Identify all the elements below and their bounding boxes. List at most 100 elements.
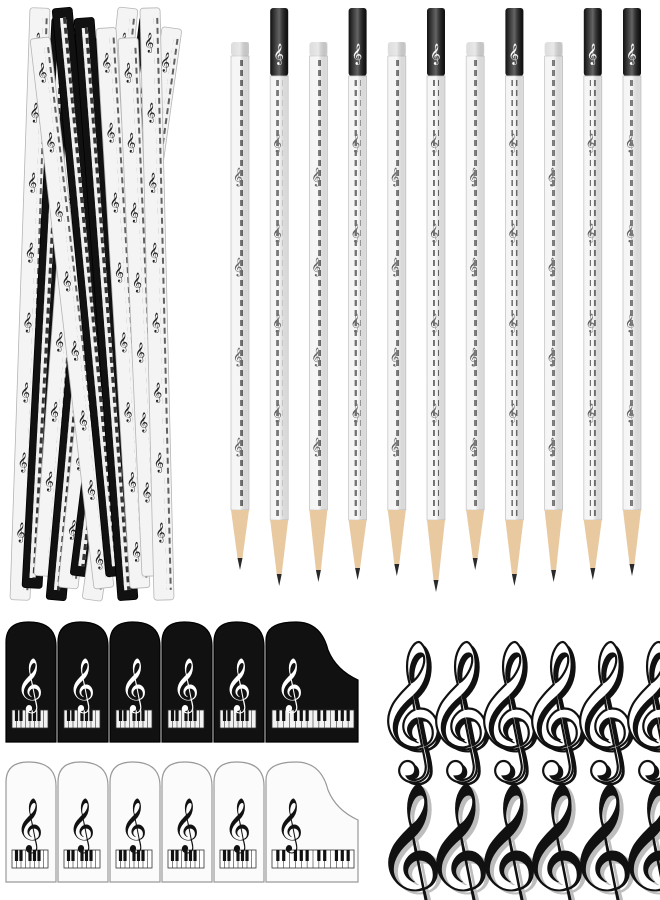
clef-print: 𝄞 (76, 410, 88, 431)
clef-print: 𝄞 (152, 383, 163, 403)
pencil-lead (276, 574, 282, 586)
clef-print: 𝄞 (68, 341, 80, 362)
pencil-lead (590, 568, 596, 580)
sharpened-wood (387, 510, 406, 564)
clef-print: 𝄞 (145, 103, 156, 123)
sharpened-wood (466, 510, 485, 558)
clef-print: 𝄞 (172, 797, 199, 853)
pencil: 𝄞𝄞𝄞𝄞𝄞 (583, 8, 603, 580)
clef-print: 𝄞 (130, 542, 141, 563)
sharpened-wood (348, 520, 367, 568)
svg-text:𝄞: 𝄞 (570, 641, 640, 785)
clef-print: 𝄞 (125, 133, 136, 153)
svg-text:𝄞: 𝄞 (426, 783, 496, 900)
pencil-lead (394, 564, 400, 576)
sharpened-wood (544, 510, 563, 570)
clef-print: 𝄞 (68, 657, 95, 713)
black-clef-eraser: 𝄞𝄞 (518, 780, 592, 900)
white-clef-eraser: 𝄞𝄞 (421, 637, 496, 785)
clef-print: 𝄞 (16, 797, 43, 853)
white-piano-eraser: 𝄞 (57, 761, 109, 883)
pencil: 𝄞𝄞𝄞𝄞𝄞 (269, 8, 289, 586)
clef-print: 𝄞 (276, 657, 303, 713)
clef-print: 𝄞 (43, 471, 54, 492)
clef-print: 𝄞 (29, 103, 40, 123)
loose-pencils: 𝄞𝄞𝄞𝄞𝄞𝄞𝄞𝄞𝄞𝄞𝄞𝄞𝄞𝄞𝄞𝄞𝄞𝄞𝄞𝄞𝄞𝄞𝄞𝄞𝄞𝄞𝄞𝄞𝄞𝄞𝄞𝄞𝄞𝄞𝄞𝄞𝄞𝄞𝄞𝄞… (230, 8, 642, 592)
clef-print: 𝄞 (147, 173, 158, 193)
clef-print: 𝄞 (138, 412, 149, 432)
white-clef-eraser: 𝄞𝄞 (565, 637, 640, 785)
pencil-lead (355, 568, 361, 580)
clef-print: 𝄞 (27, 173, 38, 193)
pencil-lead (237, 558, 243, 570)
clef-print: 𝄞 (68, 797, 95, 853)
clef-shape: 𝄞 (566, 780, 636, 900)
clef-shape: 𝄞 (614, 780, 660, 900)
pencil-bundle: 𝄞𝄞𝄞𝄞𝄞𝄞𝄞𝄞𝄞𝄞𝄞𝄞𝄞𝄞𝄞𝄞𝄞𝄞𝄞𝄞𝄞𝄞𝄞𝄞𝄞𝄞𝄞𝄞𝄞𝄞𝄞𝄞𝄞𝄞𝄞𝄞𝄞𝄞𝄞𝄞… (9, 6, 182, 602)
clef-shape: 𝄞 (470, 638, 540, 782)
clef-shape: 𝄞 (470, 780, 540, 900)
clef-erasers: 𝄞𝄞𝄞𝄞𝄞𝄞𝄞𝄞𝄞𝄞𝄞𝄞𝄞𝄞𝄞𝄞𝄞𝄞𝄞𝄞𝄞𝄞𝄞𝄞 (373, 637, 660, 900)
sharpened-wood (505, 520, 524, 574)
white-clef-eraser: 𝄞𝄞 (469, 637, 544, 785)
pencil-lead (629, 564, 635, 576)
clef-print: 𝄞 (276, 797, 303, 853)
white-piano-eraser: 𝄞 (265, 761, 359, 883)
clef-print: 𝄞 (122, 63, 133, 83)
pencil: 𝄞𝄞𝄞𝄞 (387, 42, 407, 576)
clef-print: 𝄞 (20, 383, 31, 403)
white-piano-eraser: 𝄞 (109, 761, 161, 883)
clef-print: 𝄞 (120, 797, 147, 853)
black-clef-eraser: 𝄞𝄞 (470, 780, 544, 900)
clef-print: 𝄞 (44, 132, 56, 153)
clef-print: 𝄞 (224, 657, 251, 713)
black-piano-eraser: 𝄞 (57, 621, 109, 743)
black-piano-eraser: 𝄞 (109, 621, 161, 743)
clef-print: 𝄞 (16, 657, 43, 713)
white-clef-eraser: 𝄞𝄞 (517, 637, 592, 785)
clef-print: 𝄞 (128, 203, 139, 223)
clef-print: 𝄞 (224, 797, 251, 853)
clef-print: 𝄞 (60, 271, 72, 292)
clef-print: 𝄞 (52, 202, 64, 223)
clef-print: 𝄞 (17, 453, 28, 473)
clef-print: 𝄞 (155, 523, 166, 543)
pencil: 𝄞𝄞𝄞𝄞 (230, 42, 250, 570)
svg-text:𝄞: 𝄞 (378, 783, 448, 900)
clef-print: 𝄞 (122, 402, 133, 423)
sharpened-wood (623, 510, 641, 564)
clef-print: 𝄞 (144, 33, 155, 53)
white-clef-eraser: 𝄞𝄞 (373, 637, 448, 785)
svg-text:𝄞: 𝄞 (522, 641, 592, 785)
pencil-lead (315, 570, 321, 582)
clef-print: 𝄞 (109, 193, 120, 214)
clef-print: 𝄞 (22, 313, 33, 333)
svg-text:𝄞: 𝄞 (522, 783, 592, 900)
black-clef-eraser: 𝄞𝄞 (614, 780, 660, 900)
sharpened-wood (583, 520, 602, 568)
pencil: 𝄞𝄞𝄞𝄞 (308, 42, 328, 582)
svg-text:𝄞: 𝄞 (618, 783, 660, 900)
svg-text:𝄞: 𝄞 (426, 641, 496, 785)
white-clef-eraser: 𝄞𝄞 (613, 637, 660, 785)
pencil-lead (433, 580, 439, 592)
clef-print: 𝄞 (53, 332, 64, 353)
pencil: 𝄞𝄞𝄞𝄞 (544, 42, 563, 582)
clef-print: 𝄞 (15, 522, 26, 542)
sharpened-wood (427, 520, 445, 580)
clef-print: 𝄞 (93, 549, 105, 570)
clef-print: 𝄞 (101, 53, 112, 74)
bundle-pencil: 𝄞𝄞𝄞𝄞𝄞𝄞𝄞𝄞 (139, 7, 175, 601)
black-clef-eraser: 𝄞𝄞 (566, 780, 640, 900)
clef-print: 𝄞 (84, 480, 96, 501)
clef-print: 𝄞 (150, 313, 161, 333)
black-piano-eraser: 𝄞 (161, 621, 213, 743)
white-piano-eraser: 𝄞 (5, 761, 57, 883)
pencil: 𝄞𝄞𝄞𝄞𝄞 (426, 8, 446, 592)
clef-print: 𝄞 (131, 273, 142, 293)
pencil: 𝄞𝄞𝄞𝄞 (465, 42, 485, 570)
piano-erasers: 𝄞𝄞𝄞𝄞𝄞𝄞𝄞𝄞𝄞𝄞𝄞𝄞 (5, 621, 359, 883)
svg-text:𝄞: 𝄞 (378, 641, 448, 785)
